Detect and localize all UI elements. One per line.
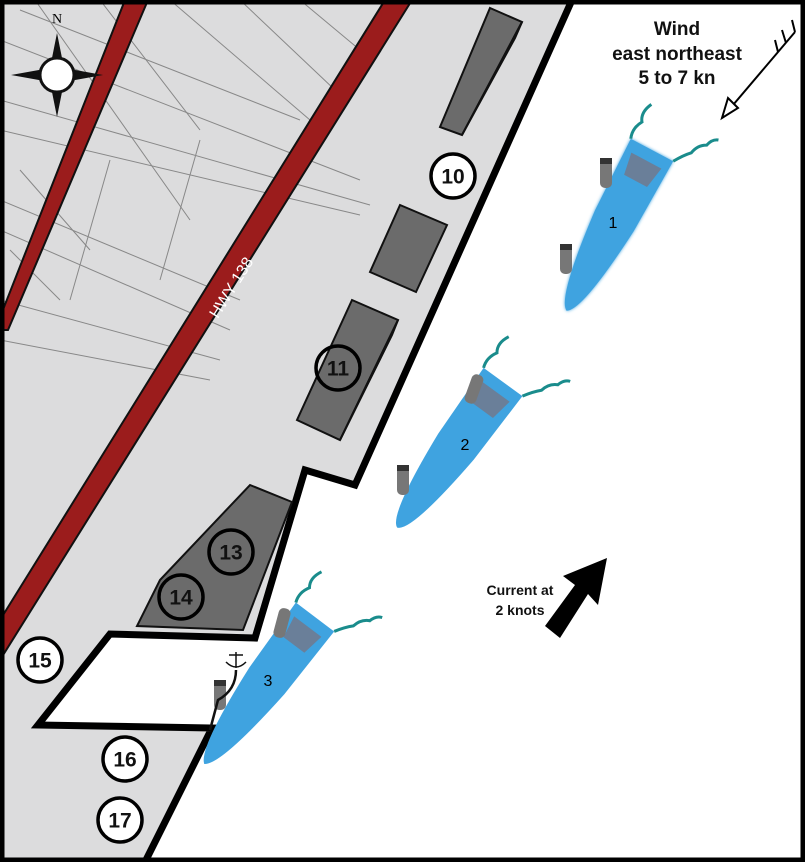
location-16: 16: [101, 735, 149, 783]
motor-icon: [464, 374, 484, 404]
svg-text:14: 14: [169, 587, 193, 610]
boat-3: 3: [203, 570, 383, 764]
svg-text:11: 11: [327, 358, 350, 381]
current-arrow-icon: [545, 558, 607, 638]
svg-text:2: 2: [461, 437, 470, 454]
boat-2: 2: [396, 335, 571, 528]
location-10: 10: [429, 152, 477, 200]
svg-text:2 knots: 2 knots: [495, 602, 544, 618]
motor-icon: [273, 608, 291, 638]
svg-text:3: 3: [264, 673, 273, 690]
svg-text:Wind: Wind: [654, 19, 700, 40]
svg-text:10: 10: [441, 166, 464, 189]
road-secondary: [0, 0, 150, 331]
compass-rose-icon: N: [11, 12, 103, 117]
location-14: 14: [157, 573, 205, 621]
location-markers: 10 11 13 14 15 16 17: [16, 152, 477, 844]
svg-text:15: 15: [28, 650, 52, 673]
svg-text:Current at: Current at: [487, 582, 554, 598]
location-17: 17: [96, 796, 144, 844]
building-middle: [368, 203, 449, 294]
motor-icon: [560, 244, 572, 274]
svg-text:east northeast: east northeast: [612, 44, 743, 65]
location-13: 13: [207, 528, 255, 576]
svg-text:17: 17: [108, 810, 131, 833]
motor-icon: [397, 465, 409, 495]
svg-text:16: 16: [113, 749, 136, 772]
compass-north-label: N: [52, 12, 62, 27]
land-area: [0, 0, 576, 862]
current-label: Current at 2 knots: [487, 582, 554, 618]
motor-icon: [600, 158, 612, 188]
boat-1: 1: [560, 103, 719, 311]
location-15: 15: [16, 636, 64, 684]
wind-label: Wind east northeast 5 to 7 kn: [612, 19, 743, 89]
location-11: 11: [314, 344, 362, 392]
svg-text:5 to 7 kn: 5 to 7 kn: [638, 68, 715, 89]
svg-text:1: 1: [609, 215, 618, 232]
wind-barb-icon: [720, 19, 796, 121]
svg-text:13: 13: [219, 542, 242, 565]
buildings: [135, 6, 524, 632]
building-13-14: [135, 483, 294, 632]
anchor-icon: [208, 652, 247, 731]
